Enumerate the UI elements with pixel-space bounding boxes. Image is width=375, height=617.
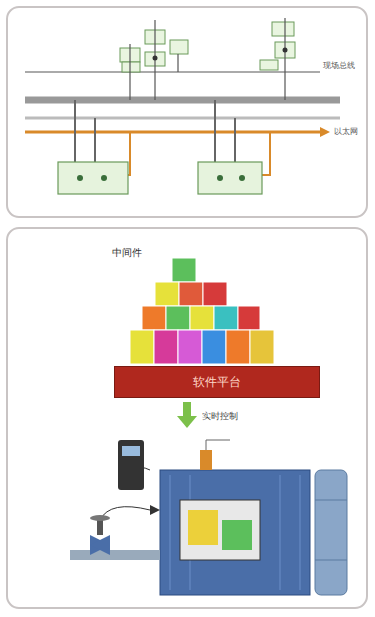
top-panel bbox=[7, 7, 367, 217]
bottom-panel bbox=[7, 228, 367, 608]
arrow-label: 实时控制 bbox=[202, 410, 238, 423]
down-arrow bbox=[177, 402, 197, 428]
plant-equipment bbox=[70, 440, 347, 595]
network bbox=[25, 18, 340, 194]
bus-label: 以太网 bbox=[333, 126, 359, 137]
bus-label: 现场总线 bbox=[322, 60, 356, 71]
cube-pile bbox=[130, 258, 274, 364]
platform-bar: 软件平台 bbox=[114, 366, 320, 398]
middleware-label: 中间件 bbox=[112, 246, 142, 260]
node-text: 软件平台 bbox=[193, 374, 241, 391]
